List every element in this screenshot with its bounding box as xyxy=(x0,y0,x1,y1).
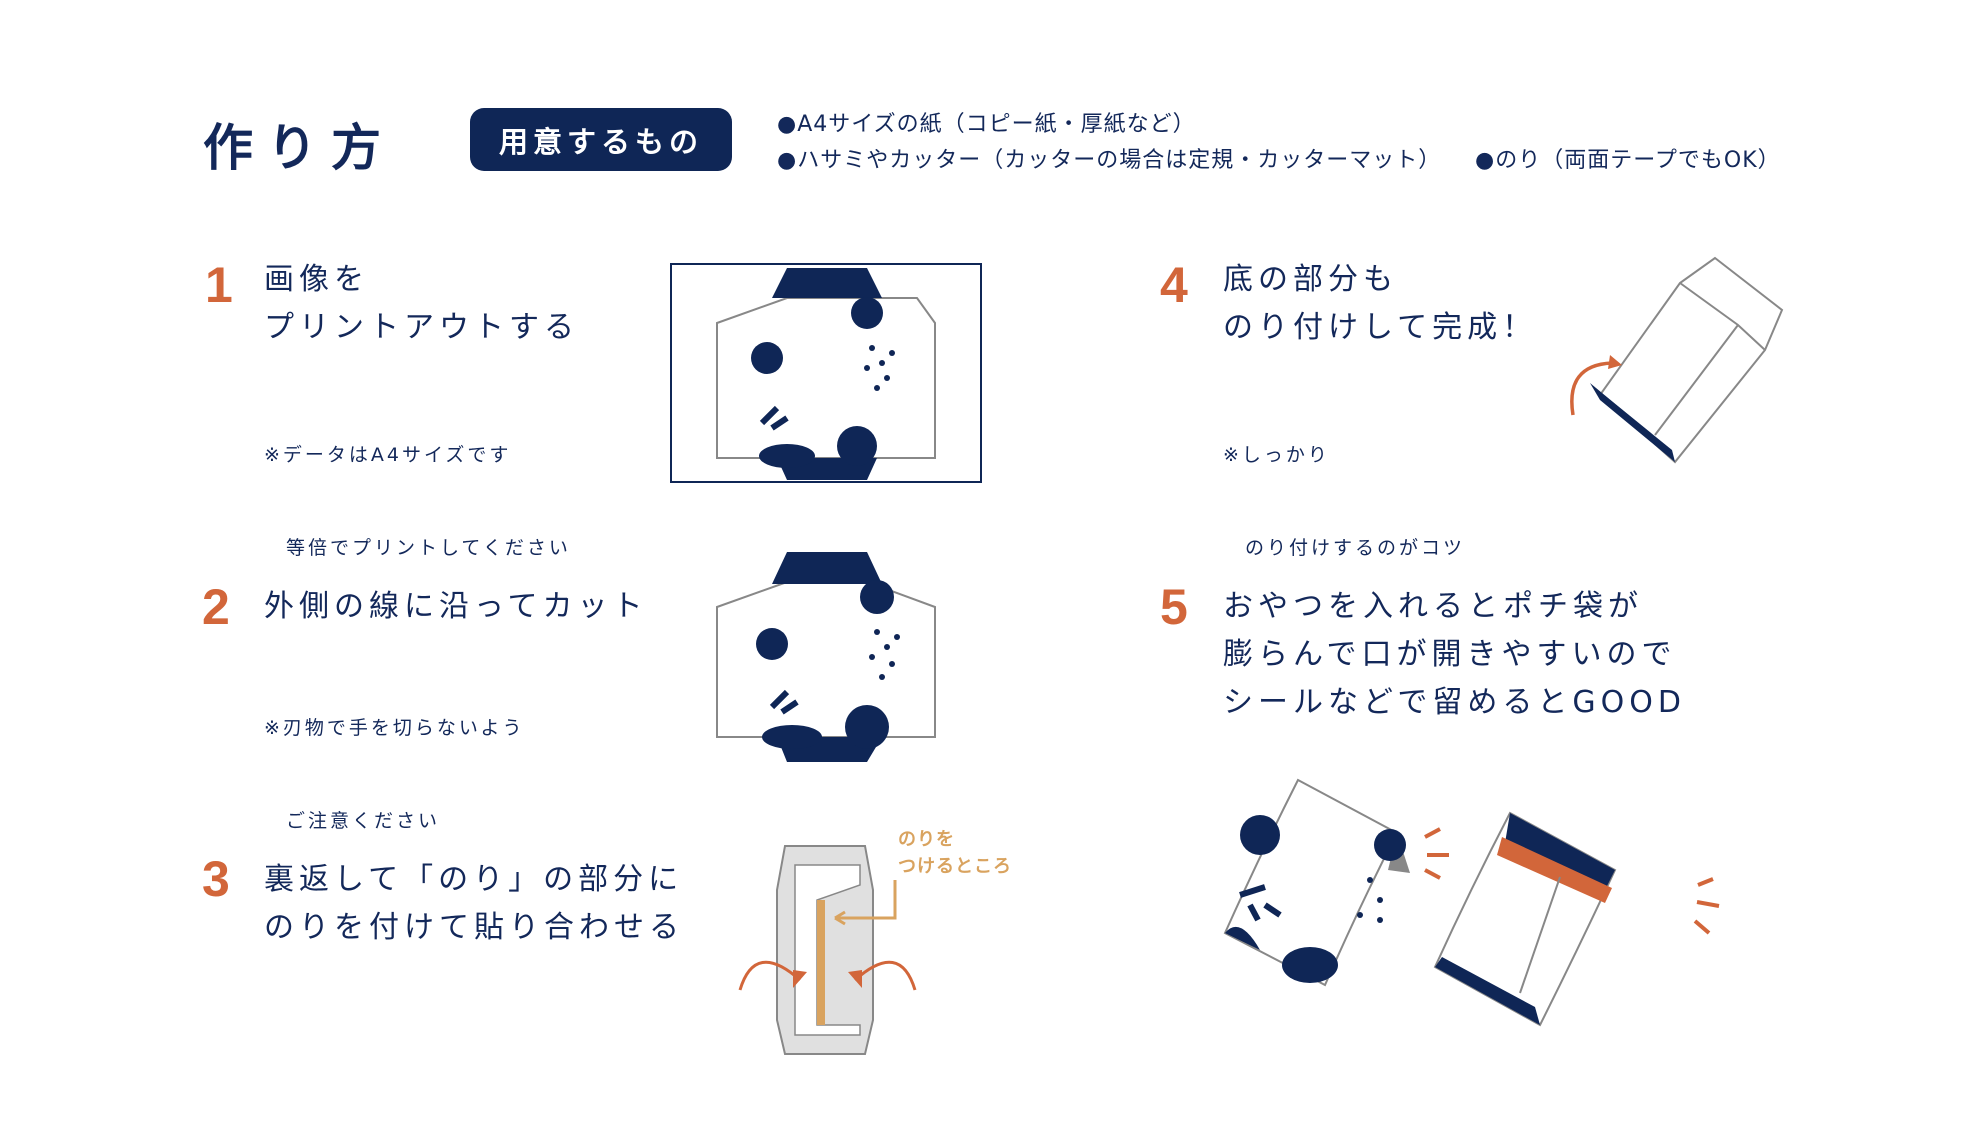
burst-lines-icon xyxy=(1424,827,1449,880)
step-4-heading: 底の部分も のり付けして完成！ xyxy=(1223,256,1537,352)
heading-line: 外側の線に沿ってカット xyxy=(264,589,648,624)
note-line: 等倍でプリントしてください xyxy=(264,537,571,559)
step-2-heading: 外側の線に沿ってカット xyxy=(264,583,648,631)
fold-bottom-illustration xyxy=(1570,256,1784,464)
note-line: ※データはA4サイズです xyxy=(264,444,512,466)
heading-line: のりを付けて貼り合わせる xyxy=(264,910,684,945)
step-3-heading: 裏返して「のり」の部分に のりを付けて貼り合わせる xyxy=(264,856,684,952)
step-5-number: 5 xyxy=(1160,579,1188,635)
glue-label-line: のりを xyxy=(898,829,955,850)
note-line: ※刃物で手を切らないよう xyxy=(264,717,525,739)
material-item: ●ハサミやカッター（カッターの場合は定規・カッターマット） xyxy=(777,148,1442,173)
curved-arrow-icon xyxy=(854,960,917,991)
heading-line: プリントアウトする xyxy=(264,310,579,345)
pouch-front xyxy=(1223,778,1410,987)
step-4-note: ※しっかり のり付けするのがコツ xyxy=(1223,378,1465,595)
step-1-note: ※データはA4サイズです 等倍でプリントしてください xyxy=(264,378,571,595)
step-3-number: 3 xyxy=(202,851,230,907)
glue-illustration xyxy=(738,845,917,1055)
materials-badge: 用意するもの xyxy=(470,108,732,171)
heading-line: おやつを入れるとポチ袋が xyxy=(1223,589,1643,624)
step-2-number: 2 xyxy=(202,579,230,635)
material-item: ●のり（両面テープでもOK） xyxy=(1475,148,1781,173)
glue-strip xyxy=(817,900,825,1025)
cut-envelope-illustration xyxy=(716,552,936,762)
heading-line: 底の部分も xyxy=(1223,262,1398,297)
step-4-number: 4 xyxy=(1160,257,1188,313)
heading-line: 画像を xyxy=(264,262,369,297)
note-line: ※しっかり xyxy=(1223,444,1330,466)
heading-line: シールなどで留めるとGOOD xyxy=(1223,685,1686,720)
curved-arrow-icon xyxy=(738,960,801,991)
step-1-heading: 画像を プリントアウトする xyxy=(264,256,579,352)
note-line: のり付けするのがコツ xyxy=(1223,537,1466,559)
pouch-back xyxy=(1433,811,1617,1027)
envelope-template-icon xyxy=(716,268,936,480)
heading-line: のり付けして完成！ xyxy=(1223,310,1538,345)
material-item: ●A4サイズの紙（コピー紙・厚紙など） xyxy=(777,112,1196,137)
note-line: ご注意ください xyxy=(264,810,441,832)
heading-line: 膨らんで口が開きやすいので xyxy=(1223,637,1677,672)
arrow-left-icon xyxy=(834,880,897,926)
step-1-number: 1 xyxy=(205,257,233,313)
burst-lines-icon xyxy=(1693,877,1720,935)
page-title: 作り方 xyxy=(203,119,395,177)
step-5-heading: おやつを入れるとポチ袋が 膨らんで口が開きやすいので シールなどで留めるとGOO… xyxy=(1223,583,1686,727)
glue-label: のりを つけるところ xyxy=(898,826,1012,880)
printout-illustration xyxy=(670,263,982,483)
step-2-note: ※刃物で手を切らないよう ご注意ください xyxy=(264,651,525,868)
glue-label-line: つけるところ xyxy=(898,856,1012,877)
finished-pouch-illustration xyxy=(1223,778,1720,1027)
heading-line: 裏返して「のり」の部分に xyxy=(264,862,684,897)
curved-arrow-icon xyxy=(1570,361,1613,416)
